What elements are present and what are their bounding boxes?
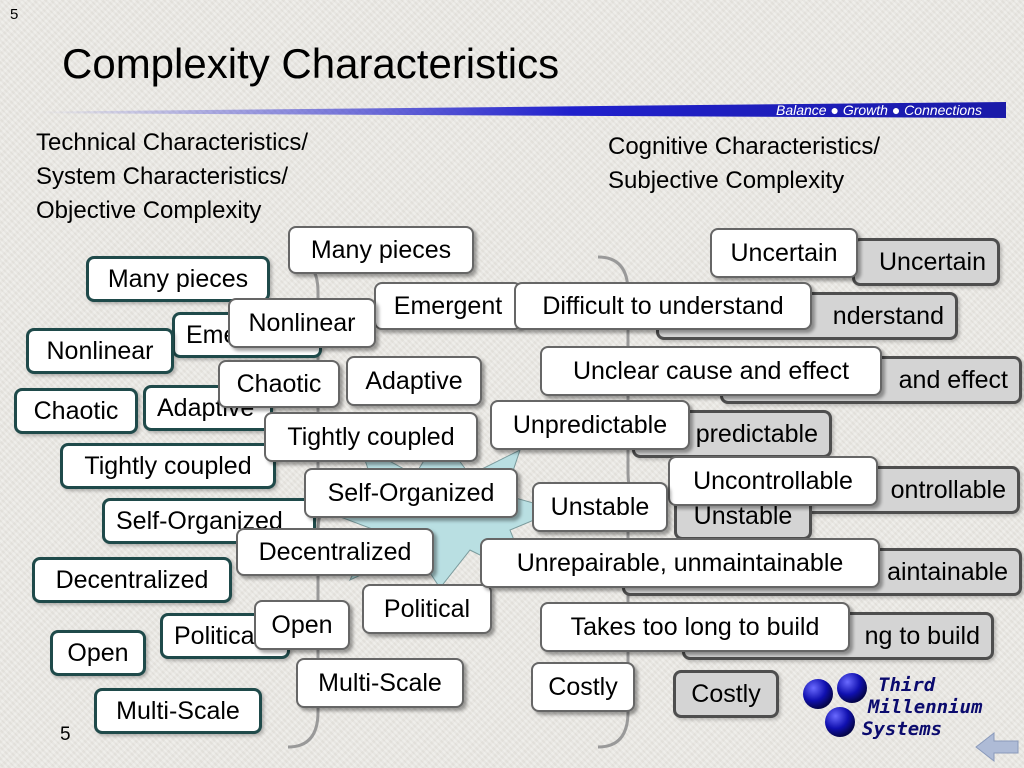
tech-front-self-organized: Self-Organized bbox=[304, 468, 518, 518]
logo-line-3: Systems bbox=[862, 718, 943, 740]
technical-heading: Technical Characteristics/ System Charac… bbox=[36, 126, 308, 228]
slide-number-top: 5 bbox=[10, 6, 19, 23]
tech-back-open: Open bbox=[50, 630, 146, 676]
cog-front-difficult: Difficult to understand bbox=[514, 282, 812, 330]
tech-front-emergent: Emergent bbox=[374, 282, 522, 330]
tech-front-chaotic: Chaotic bbox=[218, 360, 340, 408]
tech-back-many-pieces: Many pieces bbox=[86, 256, 270, 302]
cog-front-unpredictable: Unpredictable bbox=[490, 400, 690, 450]
cog-front-unclear: Unclear cause and effect bbox=[540, 346, 882, 396]
cognitive-heading: Cognitive Characteristics/ Subjective Co… bbox=[608, 130, 880, 198]
logo-spheres-icon bbox=[803, 673, 867, 737]
tech-front-decentralized: Decentralized bbox=[236, 528, 434, 576]
cog-front-unrepairable: Unrepairable, unmaintainable bbox=[480, 538, 880, 588]
tech-front-adaptive: Adaptive bbox=[346, 356, 482, 406]
technical-heading-line-2: System Characteristics/ bbox=[36, 163, 289, 190]
tech-front-nonlinear: Nonlinear bbox=[228, 298, 376, 348]
tech-back-chaotic: Chaotic bbox=[14, 388, 138, 434]
tech-back-tightly-coupled: Tightly coupled bbox=[60, 443, 276, 489]
technical-heading-line-3: Objective Complexity bbox=[36, 197, 262, 224]
tech-front-open: Open bbox=[254, 600, 350, 650]
cog-front-costly: Costly bbox=[531, 662, 635, 712]
logo-line-2: Millennium bbox=[868, 696, 983, 718]
slide-title: Complexity Characteristics bbox=[62, 40, 560, 87]
cognitive-heading-line-1: Cognitive Characteristics/ bbox=[608, 133, 881, 160]
back-arrow-icon[interactable] bbox=[974, 730, 1020, 764]
slide-number-bottom: 5 bbox=[60, 724, 71, 745]
logo-line-1: Third bbox=[878, 674, 936, 696]
cog-front-unstable: Unstable bbox=[532, 482, 668, 532]
tech-back-multi-scale: Multi-Scale bbox=[94, 688, 262, 734]
cog-front-uncertain: Uncertain bbox=[710, 228, 858, 278]
tech-back-decentralized: Decentralized bbox=[32, 557, 232, 603]
technical-heading-line-1: Technical Characteristics/ bbox=[36, 129, 309, 156]
cog-back-uncertain: Uncertain bbox=[852, 238, 1000, 286]
tech-front-political: Political bbox=[362, 584, 492, 634]
tech-back-self-organized: Self-Organized bbox=[102, 498, 316, 544]
tech-front-tightly-coupled: Tightly coupled bbox=[264, 412, 478, 462]
tech-front-multi-scale: Multi-Scale bbox=[296, 658, 464, 708]
tagline: Balance ● Growth ● Connections bbox=[775, 102, 982, 118]
cognitive-heading-line-2: Subjective Complexity bbox=[608, 167, 845, 194]
tech-back-nonlinear: Nonlinear bbox=[26, 328, 174, 374]
cog-back-costly: Costly bbox=[673, 670, 779, 718]
cog-front-uncontrollable: Uncontrollable bbox=[668, 456, 878, 506]
company-logo: Third Millennium Systems bbox=[800, 672, 1000, 744]
cog-front-takes-too-long: Takes too long to build bbox=[540, 602, 850, 652]
tech-front-many-pieces: Many pieces bbox=[288, 226, 474, 274]
